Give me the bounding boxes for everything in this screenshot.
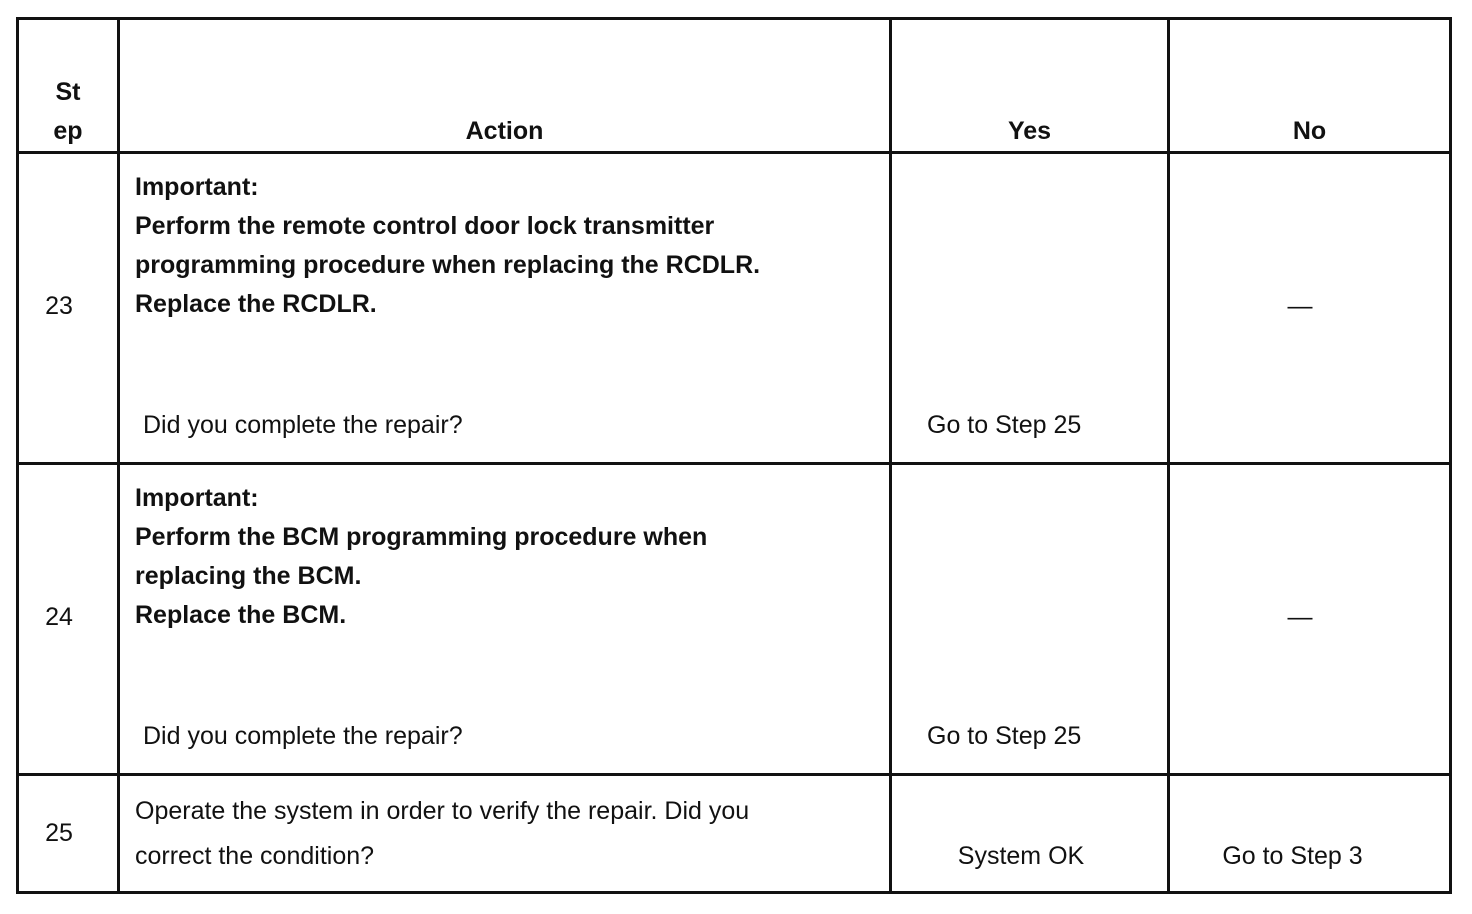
column-divider-yes — [1167, 17, 1170, 894]
header-action: Action — [465, 117, 544, 145]
row-25-action-line-2: correct the condition? — [135, 842, 375, 870]
row-25-yes: System OK — [957, 842, 1085, 870]
row-24-yes: Go to Step 25 — [927, 722, 1082, 750]
header-step: St ep — [19, 73, 117, 151]
column-divider-step — [117, 17, 120, 894]
row-25-action-line-1: Operate the system in order to verify th… — [135, 797, 750, 825]
row-divider-23 — [16, 462, 1452, 465]
row-24-question: Did you complete the repair? — [143, 722, 463, 750]
table-border-top — [16, 17, 1452, 20]
row-24-important-label: Important: — [135, 484, 259, 512]
header-no: No — [1292, 117, 1327, 145]
row-24-no: — — [1287, 603, 1313, 631]
table-border-left — [16, 17, 19, 894]
row-23-yes: Go to Step 25 — [927, 411, 1082, 439]
header-step-line1: St — [55, 78, 81, 106]
header-step-line2: ep — [53, 117, 83, 145]
row-23-no: — — [1287, 292, 1313, 320]
column-divider-action — [889, 17, 892, 894]
row-24-action-line-3: Replace the BCM. — [135, 601, 347, 629]
table-border-right — [1449, 17, 1452, 894]
diagnostic-table: St ep Action Yes No 23 Important: Perfor… — [16, 17, 1452, 894]
header-yes: Yes — [1007, 117, 1052, 145]
row-25-step: 25 — [45, 819, 73, 847]
row-23-step: 23 — [45, 292, 73, 320]
row-25-no: Go to Step 3 — [1222, 842, 1363, 870]
row-24-step: 24 — [45, 603, 73, 631]
row-23-action-line-1: Perform the remote control door lock tra… — [135, 212, 715, 240]
header-divider — [16, 151, 1452, 154]
row-23-important-label: Important: — [135, 173, 259, 201]
row-23-action-line-2: programming procedure when replacing the… — [135, 251, 761, 279]
row-24-action-line-1: Perform the BCM programming procedure wh… — [135, 523, 708, 551]
row-23-question: Did you complete the repair? — [143, 411, 463, 439]
table-border-bottom — [16, 891, 1452, 894]
row-divider-24 — [16, 773, 1452, 776]
row-24-action-line-2: replacing the BCM. — [135, 562, 362, 590]
row-23-action-line-3: Replace the RCDLR. — [135, 290, 377, 318]
